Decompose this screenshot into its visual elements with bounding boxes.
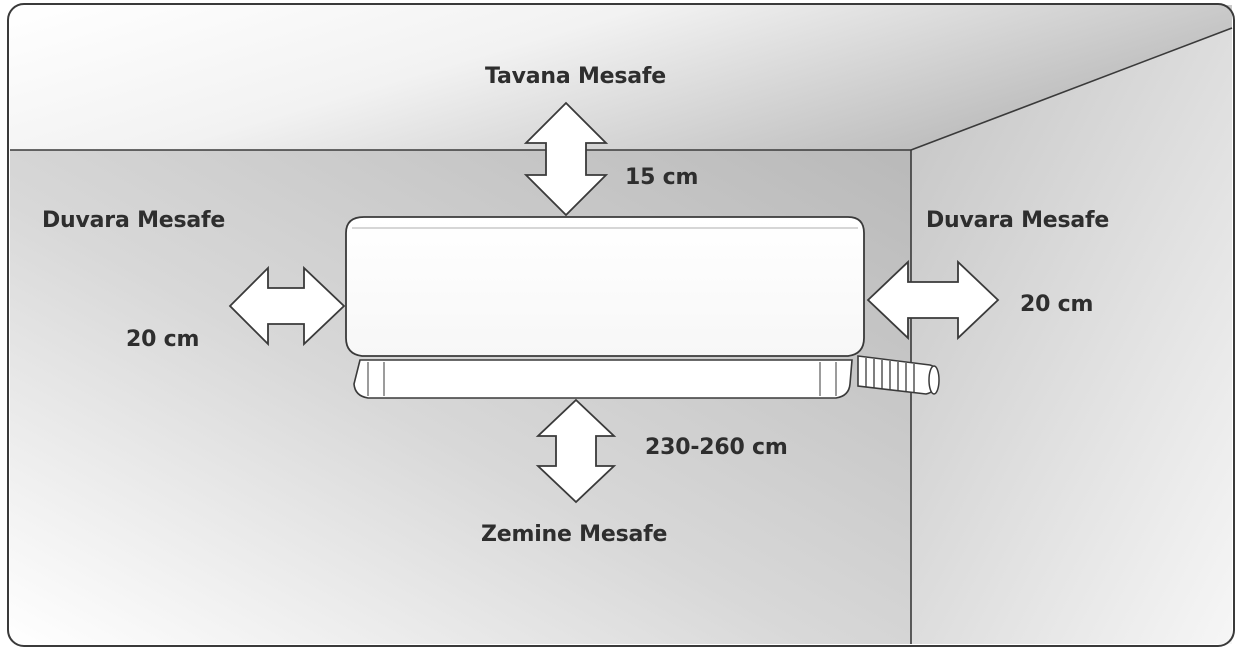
left-wall-distance-arrow: [228, 265, 346, 347]
frame-border: [7, 3, 1235, 647]
left-wall-distance-title: Duvara Mesafe: [42, 208, 226, 233]
right-wall-distance-arrow: [866, 259, 1000, 341]
ceiling-surface: [10, 5, 1232, 150]
ceiling-distance-title: Tavana Mesafe: [485, 64, 667, 89]
drain-pipe: [857, 355, 940, 395]
ceiling-distance-arrow: [523, 101, 609, 217]
floor-distance-title: Zemine Mesafe: [481, 522, 668, 547]
right-wall-distance-title: Duvara Mesafe: [926, 208, 1110, 233]
ceiling-distance-value: 15 cm: [625, 165, 699, 190]
right-wall-distance-value: 20 cm: [1020, 292, 1094, 317]
left-wall-distance-value: 20 cm: [126, 327, 200, 352]
ac-unit: [345, 216, 865, 399]
right-wall: [911, 28, 1232, 644]
floor-distance-arrow: [535, 398, 617, 504]
floor-distance-value: 230-260 cm: [645, 435, 788, 460]
ceiling-right-edge: [910, 27, 1233, 151]
